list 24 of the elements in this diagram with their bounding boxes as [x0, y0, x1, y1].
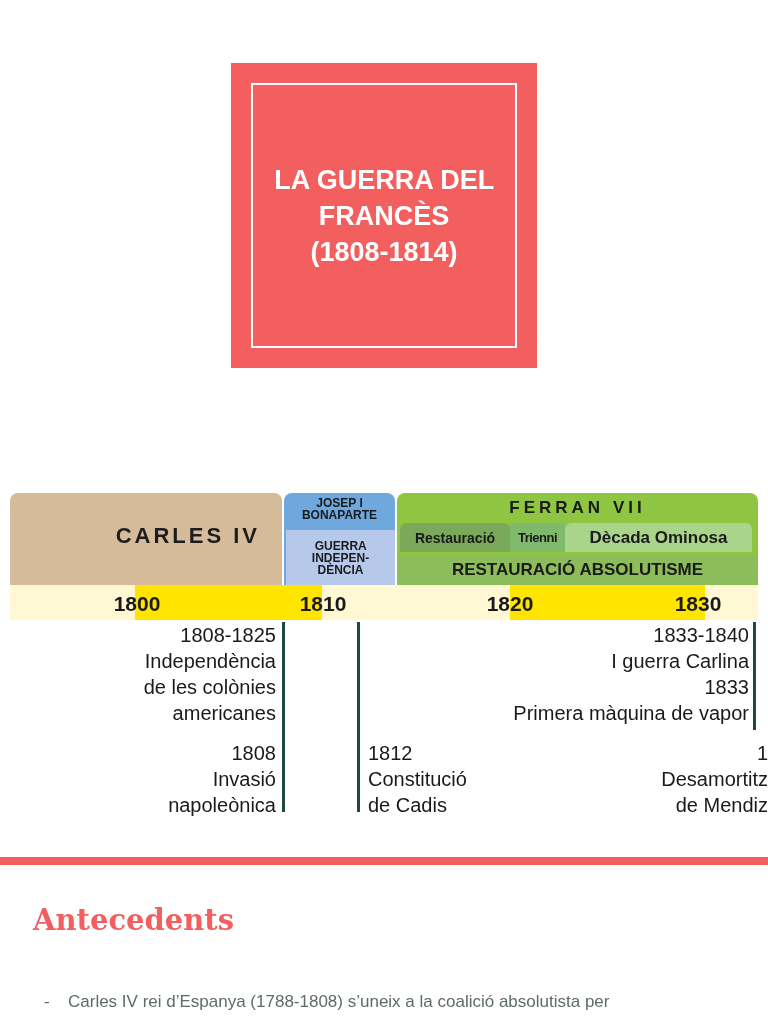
event-text: Independència de les colònies americanes: [142, 649, 276, 726]
event-date: 1: [755, 741, 768, 766]
event-date: 1808: [230, 741, 276, 766]
reign-band: JOSEP I BONAPARTE GUERRA INDEPEN- DÈNCIA: [284, 493, 395, 585]
event-text: Desamortitz de Mendiz: [660, 767, 768, 818]
period-band: Dècada Ominosa: [565, 523, 752, 552]
bullet-text: Carles IV rei d’Espanya (1788-1808) s’uneix a la coalició absolutista per: [68, 991, 611, 1013]
event-text: Primera màquina de vapor: [512, 701, 749, 726]
section-heading: Antecedents: [33, 902, 236, 939]
bullet-dash: -: [44, 991, 51, 1013]
title-box: LA GUERRA DEL FRANCÈS (1808-1814): [231, 63, 537, 368]
event-text: I guerra Carlina: [610, 649, 749, 674]
event-text: Invasió napoleònica: [167, 767, 276, 818]
event-date: 1833-1840: [652, 623, 749, 648]
period-band: GUERRA INDEPEN- DÈNCIA: [286, 530, 395, 585]
event-date: 1833: [703, 675, 749, 700]
period-band: Restauració: [400, 523, 510, 552]
event-date: 1812: [368, 741, 414, 766]
period-band: Trienni: [510, 523, 565, 552]
event-date: 1808-1825: [179, 623, 276, 648]
reign-band: CARLES IV: [10, 493, 282, 585]
period-band: RESTAURACIÓ ABSOLUTISME: [397, 555, 758, 585]
reign-band: FERRAN VII Restauració Trienni Dècada Ominosa RESTAURACIÓ ABSOLUTISME: [397, 493, 758, 585]
event-text: Constitució de Cadis: [368, 767, 468, 818]
